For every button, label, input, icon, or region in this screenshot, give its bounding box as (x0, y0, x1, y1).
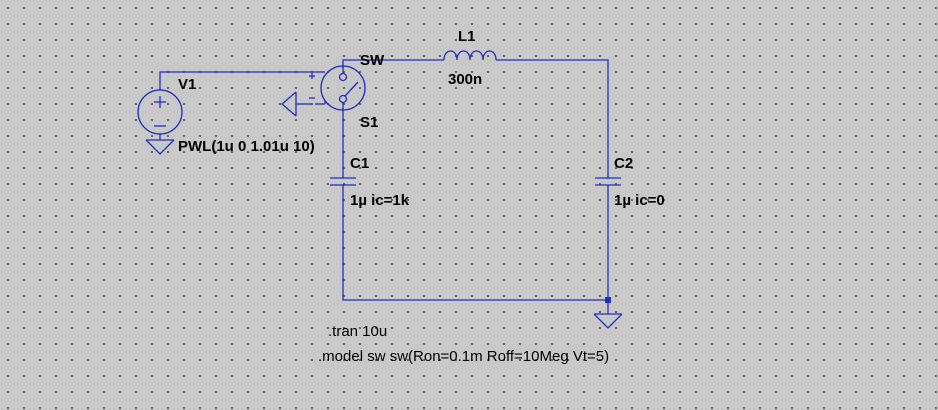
s1-model-label[interactable]: SW (360, 52, 385, 69)
wire-v1-to-s1[interactable] (159, 71, 315, 90)
wire-c1-to-gnd[interactable] (342, 185, 608, 301)
c2-value-label[interactable]: 1µ ic=0 (614, 192, 665, 209)
c1-value-label[interactable]: 1µ ic=1k (350, 192, 410, 209)
c2-name-label[interactable]: C2 (614, 155, 634, 172)
tran-directive[interactable]: .tran 10u (328, 323, 388, 340)
junction-dot (605, 297, 611, 303)
ground-icon (281, 91, 312, 117)
l1-name-label[interactable]: L1 (458, 28, 476, 45)
wire-l1-to-c2[interactable] (496, 59, 609, 178)
wire-s1-to-l1[interactable] (342, 59, 444, 68)
inductor-icon[interactable] (443, 50, 497, 61)
ground-icon (145, 139, 175, 155)
voltage-source-icon[interactable] (137, 89, 183, 140)
wires (159, 59, 609, 301)
c1-name-label[interactable]: C1 (350, 155, 370, 172)
model-directive[interactable]: .model sw sw(Ron=0.1m Roff=10Meg Vt=5) (318, 348, 610, 365)
v1-value-label[interactable]: PWL(1u 0 1.01u 10) (178, 138, 315, 155)
ground-icon (593, 303, 623, 329)
s1-name-label[interactable]: S1 (360, 114, 379, 131)
v1-name-label[interactable]: V1 (178, 76, 197, 93)
capacitor-icon[interactable] (330, 177, 356, 186)
l1-value-label[interactable]: 300n (448, 71, 483, 88)
capacitor-icon[interactable] (595, 177, 621, 186)
switch-icon[interactable] (309, 65, 366, 111)
